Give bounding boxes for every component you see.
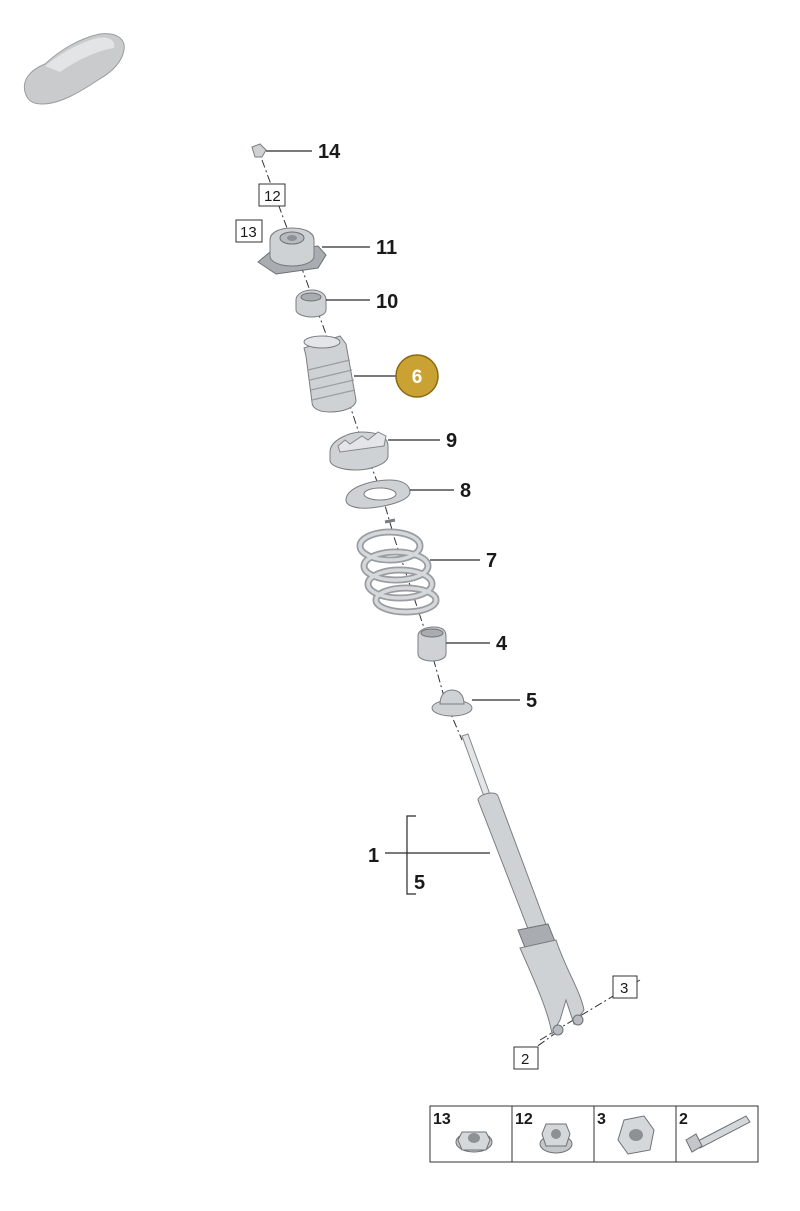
svg-text:12: 12 [515,1111,533,1128]
part-11-top-mount[interactable] [257,227,327,275]
svg-text:2: 2 [521,1051,529,1068]
bolt-icon [685,1115,751,1153]
part-5-cap[interactable] [431,689,473,717]
svg-text:2: 2 [679,1111,688,1128]
part-9-spring-seat[interactable] [329,431,389,471]
callout-6-highlight[interactable]: 6 [395,354,439,398]
part-8-isolator[interactable] [345,479,411,509]
boxed-label-2[interactable]: 2 [513,1046,539,1070]
legend-cell-3[interactable]: 3 [597,1111,655,1155]
svg-text:6: 6 [412,367,423,388]
hex-nut-icon [539,1123,573,1154]
part-7-coil-spring[interactable] [356,518,440,616]
callout-4[interactable]: 4 [496,633,508,655]
callout-bracket-1-5 [385,815,490,895]
svg-text:3: 3 [597,1111,606,1128]
callout-9[interactable]: 9 [446,430,457,452]
callout-7[interactable]: 7 [486,550,497,572]
part-4-bump-stop[interactable] [417,626,447,662]
svg-text:3: 3 [620,980,628,997]
lock-nut-icon [617,1115,655,1155]
boxed-label-13[interactable]: 13 [235,219,263,243]
callout-14[interactable]: 14 [318,141,341,163]
callout-5-bracket[interactable]: 5 [414,872,425,894]
callout-11[interactable]: 11 [376,237,397,259]
part-6-dust-boot[interactable] [303,335,357,413]
svg-text:13: 13 [433,1111,451,1128]
legend-cell-13[interactable]: 13 [433,1111,493,1153]
car-icon [23,33,125,105]
callout-10[interactable]: 10 [376,291,398,313]
callout-5-top[interactable]: 5 [526,690,537,712]
part-1-shock-absorber[interactable] [461,733,585,1036]
callout-8[interactable]: 8 [460,480,471,502]
part-10-bushing[interactable] [295,289,327,318]
fastener-legend: 13 12 3 2 [429,1105,759,1163]
svg-text:12: 12 [264,188,281,205]
svg-text:13: 13 [240,224,257,241]
part-14-nut[interactable] [251,143,267,158]
boxed-label-3[interactable]: 3 [612,975,638,999]
legend-cell-2[interactable]: 2 [679,1111,751,1153]
flange-nut-icon [455,1131,493,1153]
boxed-label-12[interactable]: 12 [258,183,286,207]
callout-1[interactable]: 1 [368,845,379,867]
legend-cell-12[interactable]: 12 [515,1111,573,1154]
